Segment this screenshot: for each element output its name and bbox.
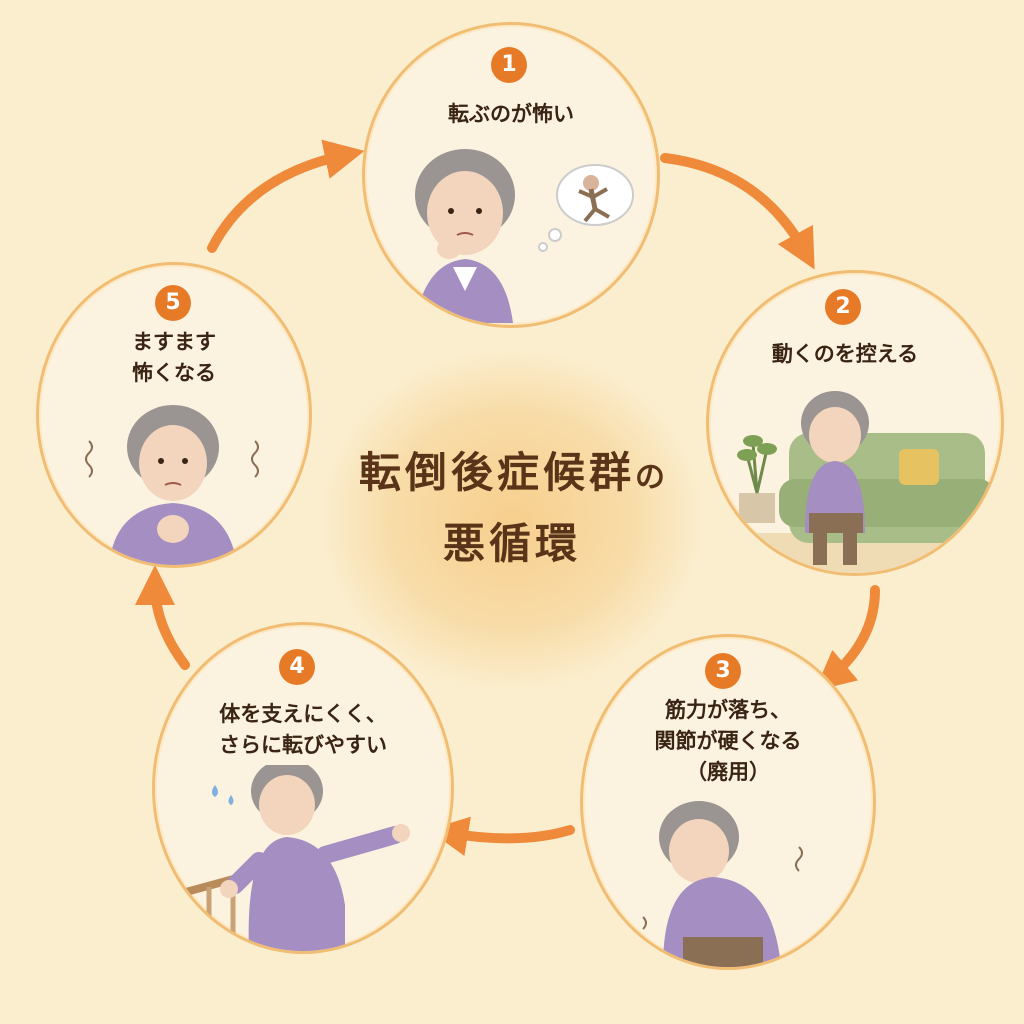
arrow-2-to-3: [814, 585, 880, 691]
sitting-on-sofa-icon: [723, 391, 993, 573]
step-4-line-1: 体を支えにくく、: [219, 702, 387, 726]
step-5-badge: 5: [155, 285, 191, 321]
step-4-circle: 4 体を支えにくく、 さらに転びやすい: [152, 622, 454, 954]
title-line-1: 転倒後症候群の: [312, 440, 712, 511]
arrow-5-to-1: [207, 139, 365, 253]
anxious-elderly-woman-icon: [85, 405, 259, 565]
step-2-line-1: 動くのを控える: [771, 342, 919, 366]
step-5-circle: 5 ますます 怖くなる: [36, 262, 312, 568]
step-1-badge: 1: [491, 47, 527, 83]
step-3-label: 筋力が落ち、 関節が硬くなる （廃用）: [583, 695, 873, 788]
step-3-line-1: 筋力が落ち、: [665, 698, 791, 722]
center-glow: [322, 350, 702, 690]
title-main: 転倒後症候群: [358, 448, 635, 497]
step-2-label: 動くのを控える: [709, 339, 981, 370]
diagram-title: 転倒後症候群の 悪循環: [312, 440, 712, 577]
arrow-4-to-5: [135, 565, 190, 670]
step-2-circle: 2 動くのを控える: [706, 270, 1004, 576]
step-3-badge: 3: [705, 653, 741, 689]
bending-elderly-woman-icon: [642, 801, 803, 967]
step-2-badge: 2: [825, 289, 861, 325]
step-3-line-3: （廃用）: [686, 760, 770, 784]
step-4-line-2: さらに転びやすい: [219, 733, 387, 757]
step-4-label: 体を支えにくく、 さらに転びやすい: [155, 699, 451, 761]
step-1-line-1: 転ぶのが怖い: [448, 102, 574, 126]
step-5-line-1: ますます: [132, 330, 216, 354]
step-3-line-2: 関節が硬くなる: [654, 729, 802, 753]
arrow-1-to-2: [660, 153, 815, 270]
step-5-line-2: 怖くなる: [132, 361, 216, 385]
step-1-label: 転ぶのが怖い: [365, 99, 657, 130]
title-line-2: 悪循環: [442, 519, 581, 568]
worried-elderly-woman-icon: [415, 149, 634, 323]
step-5-label: ますます 怖くなる: [39, 327, 309, 389]
holding-handrail-icon: [175, 765, 410, 951]
step-4-badge: 4: [279, 649, 315, 685]
step-1-circle: 1 転ぶのが怖い: [362, 22, 660, 328]
step-3-circle: 3 筋力が落ち、 関節が硬くなる （廃用）: [580, 634, 876, 970]
title-suffix: の: [635, 460, 665, 495]
arrow-3-to-4: [428, 816, 575, 857]
